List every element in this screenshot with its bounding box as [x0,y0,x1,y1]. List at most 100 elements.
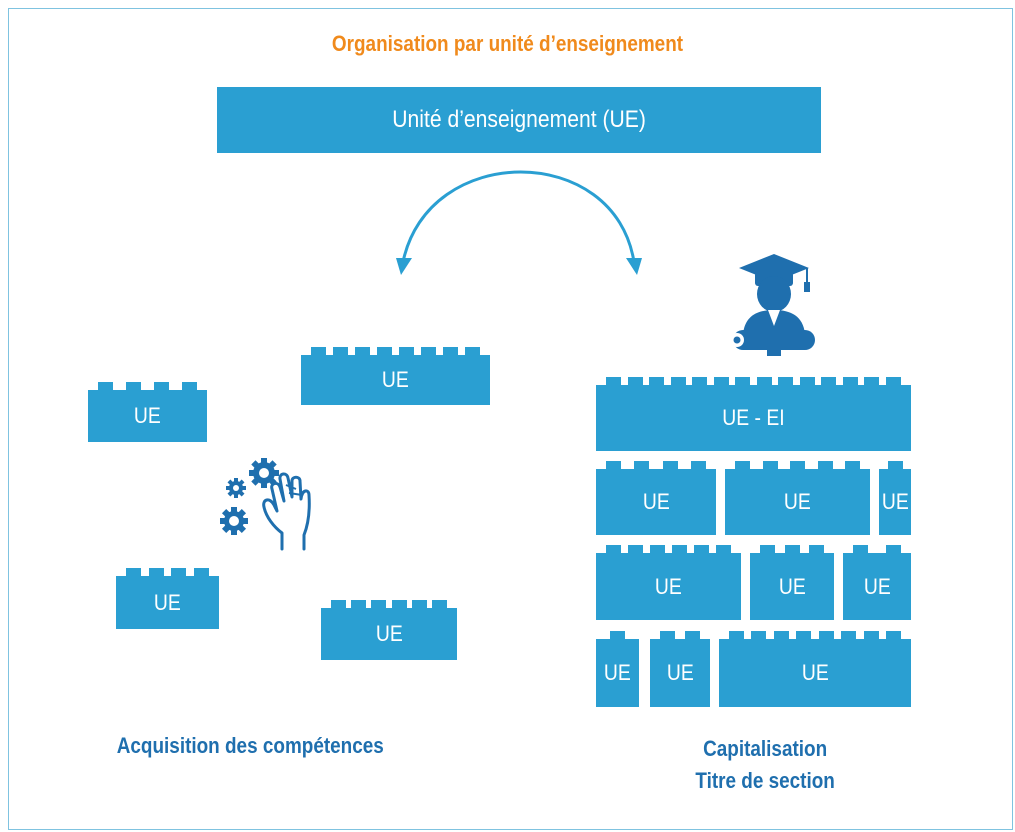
right-caption-line1: Capitalisation [702,736,828,761]
brick-stud [194,568,209,576]
hand-outline [262,472,311,551]
brick-stud [716,545,731,553]
brick-label: UE [604,660,631,685]
brick-stud [773,631,789,639]
hand-finger-lines [285,484,303,496]
brick-label: UE [134,403,161,428]
brick-stud [391,600,407,608]
brick-stud [692,377,708,385]
brick-stud [778,377,794,385]
brick-stud [606,461,621,469]
brick-stud [670,377,686,385]
brick-label: UE [784,489,811,514]
gear-large-icon [249,458,279,488]
brick-stud [735,377,751,385]
brick-stud [886,545,901,553]
right-caption-line2: Titre de section [695,768,835,793]
brick-stud [377,347,392,355]
hand-gears-icon [220,458,311,551]
left-arrowhead [396,258,412,275]
brick-ue-ei: UE - EI [596,377,911,451]
brick-row3-2: UE [650,631,710,707]
brick-stud [762,461,778,469]
gear-small-icon [226,478,246,498]
brick-label: UE [642,489,670,514]
brick-stud [411,600,427,608]
brick-stud [784,545,800,553]
brick-stud [432,600,447,608]
brick-stud [443,347,458,355]
brick-stud [756,377,772,385]
brick-row1-3: UE [879,461,911,535]
graduate-diploma-icon [730,254,815,356]
brick-stud [331,600,346,608]
brick-stud [799,377,815,385]
brick-stud [886,377,901,385]
brick-stud [685,631,700,639]
brick-stud [148,568,164,576]
brick-label: UE [154,589,181,615]
brick-stud [729,631,744,639]
brick-stud [355,347,370,355]
brick-stud [399,347,414,355]
right-arrowhead [626,258,642,275]
brick-stud [751,631,767,639]
brick-stud [171,568,187,576]
brick-stud [634,461,650,469]
brick-stud [818,631,834,639]
brick-stud [606,377,621,385]
diagram-frame [8,8,1013,830]
brick-stud [610,631,625,639]
brick-stud [421,347,436,355]
left-caption-text: Acquisition des compétences [116,733,384,758]
brick-stud [182,382,197,390]
diagram-title: Organisation par unité d’enseignement [331,31,684,56]
brick-stud [853,545,868,553]
brick-stud [649,377,665,385]
brick-label: UE [382,367,409,392]
brick-label: UE - EI [722,405,785,430]
header-label: Unité d’enseignement (UE) [392,106,646,133]
brick-stud [691,461,706,469]
brick-stud [760,545,775,553]
brick-stud [672,545,687,553]
brick-stud [662,461,678,469]
brick-stud [809,545,824,553]
brick-label: UE [375,621,403,646]
brick-stud [628,545,643,553]
brick-left-1: UE [301,347,490,405]
brick-stud [126,382,141,390]
brick-row1-2: UE [725,461,870,535]
gear-medium-icon [220,507,248,535]
brick-stud [650,545,665,553]
right-caption: Capitalisation Titre de section [600,733,930,797]
brick-label: UE [801,660,829,685]
brick-label: UE [881,489,909,514]
brick-stud [886,631,901,639]
brick-stud [735,461,750,469]
brick-left-3: UE [116,568,219,629]
brick-stud [863,631,879,639]
brick-stud [790,461,805,469]
brick-left-4: UE [321,600,457,660]
brick-left-2: UE [88,382,207,442]
brick-row3-1: UE [596,631,639,707]
split-arc [401,170,636,263]
brick-row2-3: UE [843,545,911,620]
brick-stud [864,377,880,385]
brick-stud [154,382,169,390]
brick-stud [660,631,675,639]
brick-label: UE [655,573,682,599]
brick-stud [841,631,857,639]
brick-stud [333,347,348,355]
header-box: Unité d’enseignement (UE) [217,87,821,153]
brick-stud [845,461,860,469]
brick-label: UE [863,573,891,599]
brick-stud [627,377,643,385]
brick-stud [796,631,812,639]
brick-stud [842,377,858,385]
brick-stud [311,347,326,355]
brick-row1-1: UE [596,461,716,535]
brick-stud [98,382,113,390]
brick-stud [821,377,837,385]
